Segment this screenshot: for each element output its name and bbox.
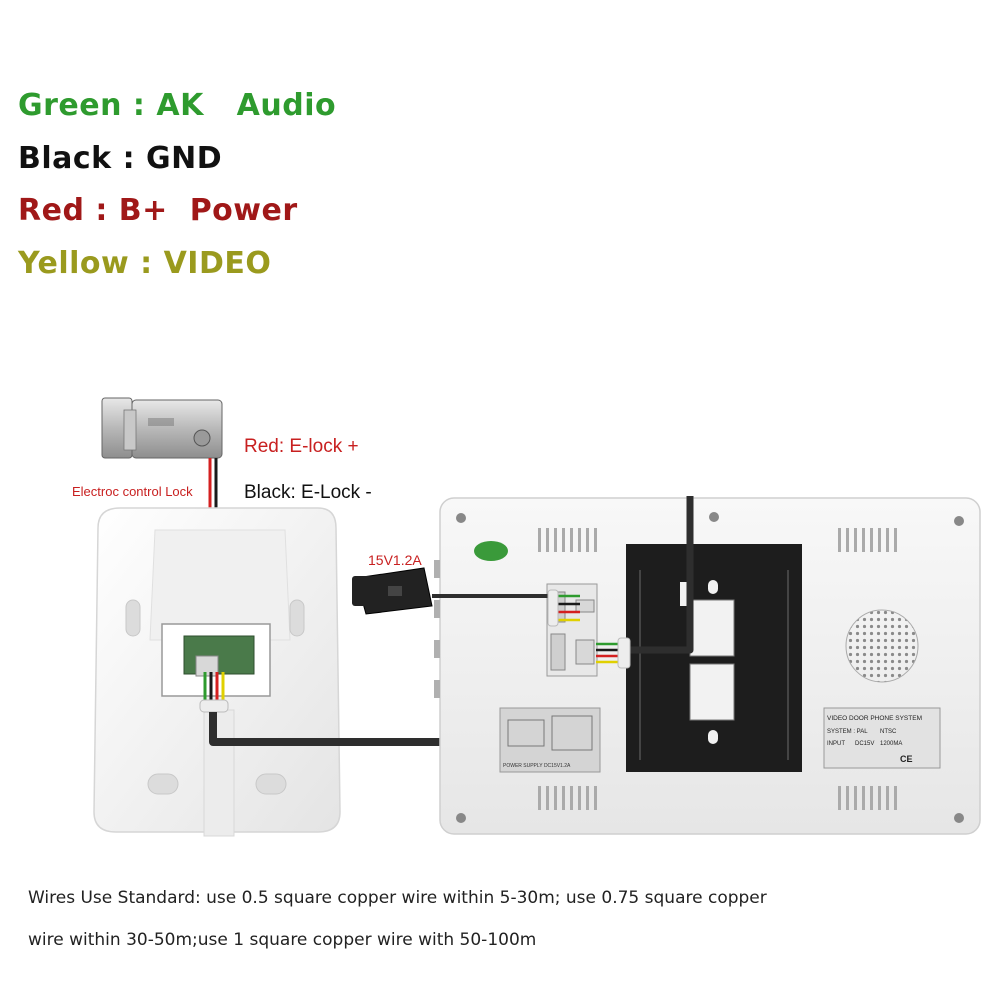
wiring-label: POWER SUPPLY DC15V1.2A [499,707,601,773]
wire-note-line2: wire within 30-50m;use 1 square copper w… [28,930,537,950]
rating-title: VIDEO DOOR PHONE SYSTEM [827,715,922,722]
legend-green: Green : AK Audio [18,88,337,123]
lock-black-label: Black: E-Lock - [244,482,372,503]
wire-note-line1: Wires Use Standard: use 0.5 square coppe… [28,888,767,908]
rating-dc: DC15V [855,741,874,747]
adapter-label: 15V1.2A [368,552,422,568]
outdoor-camera-unit [93,507,341,837]
monitor-connector-wires-left [547,589,580,627]
rating-ce: CE [900,754,913,764]
lock-red-label: Red: E-lock + [244,436,359,457]
camera-connector-wires [199,672,229,713]
rating-ma: 1200MA [880,741,902,747]
rating-ntsc: NTSC [880,729,897,735]
wiring-label-text: POWER SUPPLY DC15V1.2A [503,763,571,769]
legend-yellow: Yellow : VIDEO [18,246,272,281]
legend-red: Red : B+ Power [18,193,298,228]
lock-to-monitor-cable [624,496,694,654]
lock-caption: Electroc control Lock [72,484,193,499]
monitor-connector-wires-right [596,637,631,669]
speaker-grille [845,609,919,683]
rating-input: INPUT [827,741,845,747]
electric-lock [101,397,223,459]
legend-black: Black : GND [18,141,223,176]
mounting-bracket [626,544,802,772]
rating-system: SYSTEM : PAL [827,729,868,735]
rating-label: VIDEO DOOR PHONE SYSTEM SYSTEM : PAL NTS… [823,707,941,769]
power-adapter [352,567,433,615]
